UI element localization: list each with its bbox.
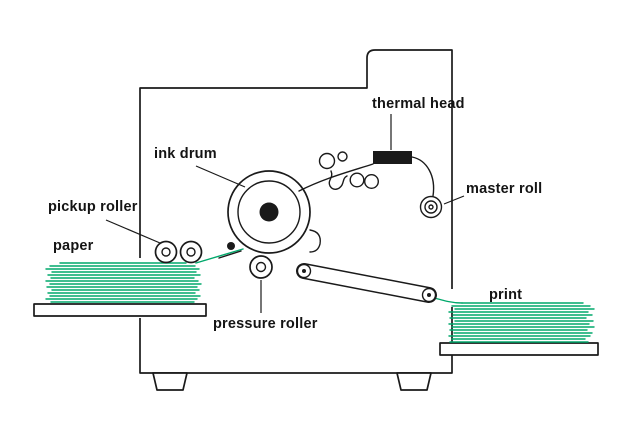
label-ink-drum: ink drum: [154, 146, 217, 162]
pickup-roller-pointer-line: [105, 219, 161, 244]
registration-dot: [227, 242, 235, 250]
paper-stack: [45, 262, 202, 303]
paper-feed-line: [195, 248, 244, 264]
master-roll: [419, 195, 443, 219]
feed-guide-line: [218, 250, 242, 259]
label-paper: paper: [53, 238, 94, 254]
label-pickup-roller: pickup roller: [48, 199, 138, 215]
pressure-roller: [249, 255, 273, 279]
paper-inlet-slot: [135, 258, 145, 318]
ink-drum-axle: [259, 202, 279, 222]
print-outlet-slot: [447, 289, 457, 307]
ink-drum-hatch: [237, 180, 301, 244]
input-tray: [33, 303, 207, 317]
label-thermal-head: thermal head: [372, 96, 465, 112]
label-master-roll: master roll: [466, 181, 542, 197]
pickup-roller-2: [179, 240, 203, 264]
machine-foot-left: [152, 372, 188, 391]
master-sheet-path: [298, 163, 374, 192]
thermal-head: [373, 151, 412, 164]
label-pressure-roller: pressure roller: [213, 316, 318, 332]
print-stack: [448, 302, 595, 343]
ink-drum-pointer-line: [195, 165, 246, 188]
guide-rollers: [318, 151, 380, 190]
separator-hook: [309, 229, 321, 253]
master-roll-feed-curve: [411, 156, 435, 197]
label-print: print: [489, 287, 522, 303]
master-roll-pointer-line: [443, 195, 465, 205]
machine-foot-right: [396, 372, 432, 391]
pickup-roller-1: [154, 240, 178, 264]
ink-drum: [227, 170, 311, 254]
output-tray: [439, 342, 599, 356]
conveyor-belt: [296, 263, 437, 303]
pickup-rollers: [154, 240, 203, 264]
